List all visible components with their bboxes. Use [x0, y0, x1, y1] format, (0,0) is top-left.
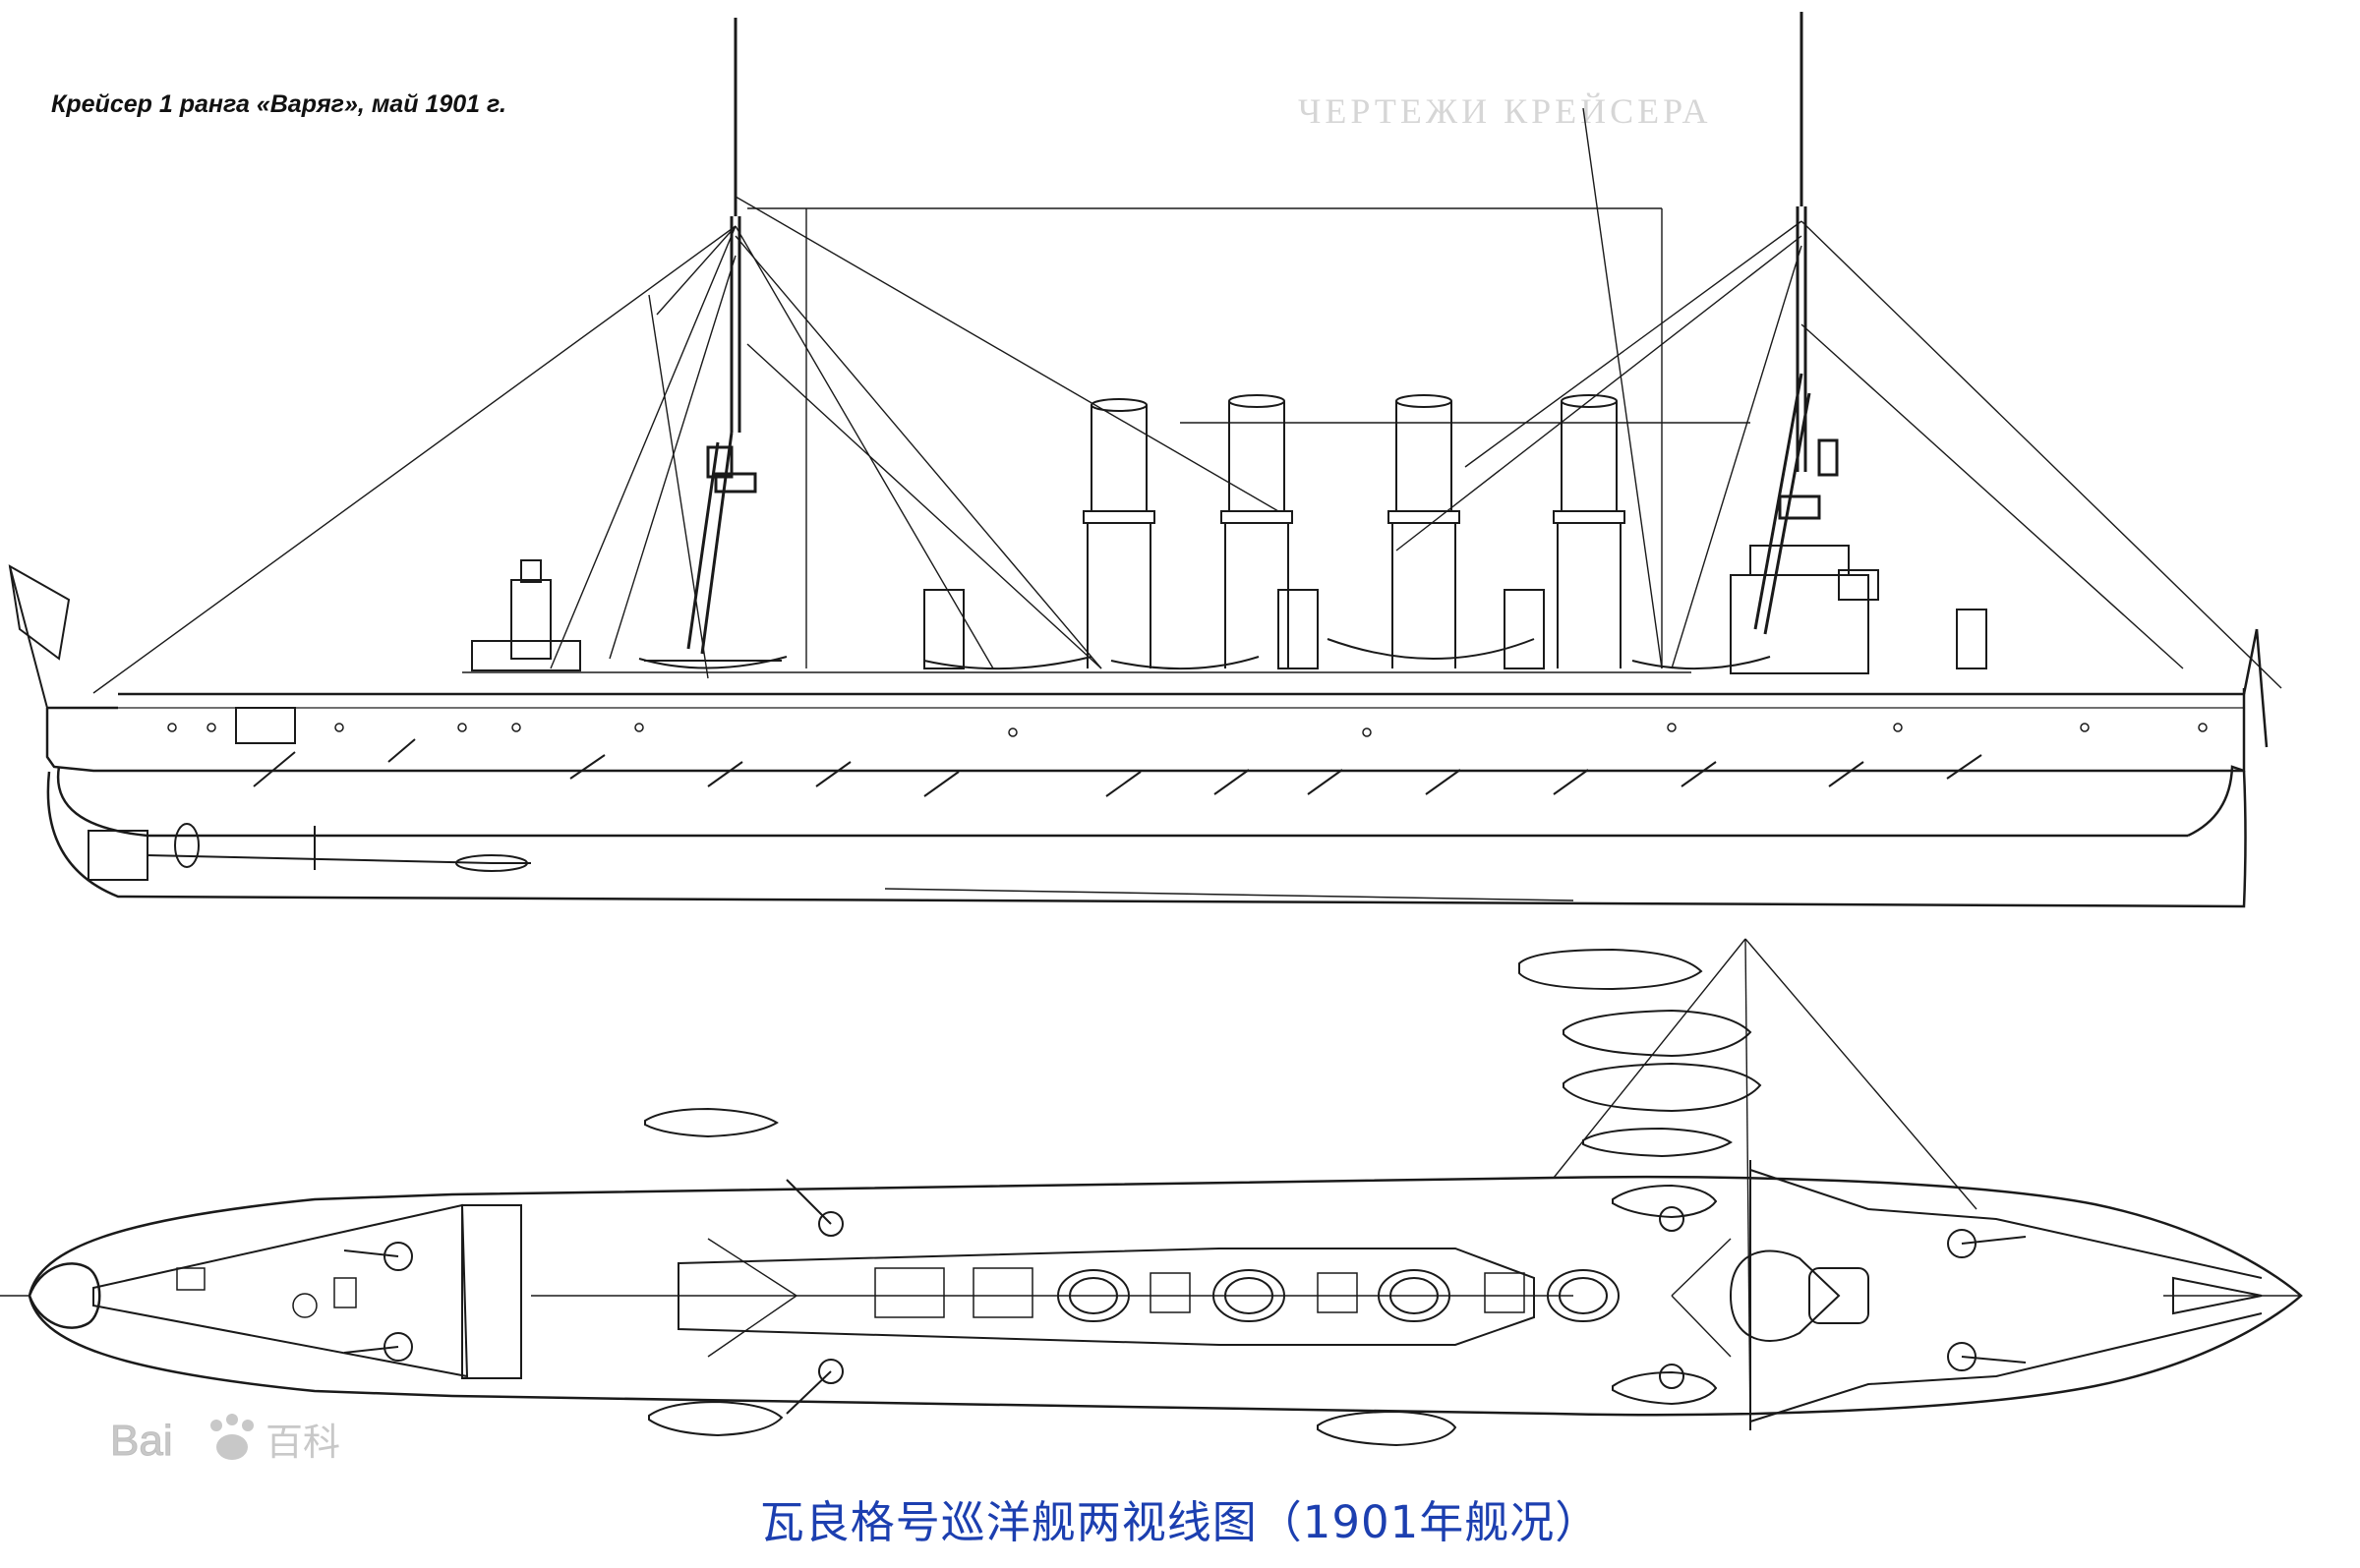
superstructure — [471, 545, 1987, 674]
side-profile-view — [8, 12, 2282, 908]
plan-rigging — [707, 938, 1977, 1431]
drawing-caption: 瓦良格号巡洋舰两视线图（1901年舰况） — [759, 1496, 1601, 1548]
funnels — [1083, 394, 1625, 668]
foremast — [686, 18, 757, 655]
paw-icon — [210, 1414, 254, 1460]
drawing-title: Крейсер 1 ранга «Варяг», май 1901 г. — [51, 90, 506, 118]
gun-ports — [253, 738, 1982, 797]
propeller-shaft — [88, 823, 531, 881]
plan-funnels — [1057, 1269, 1620, 1322]
mainmast — [1753, 12, 1839, 635]
hull — [45, 628, 2269, 908]
stern-flag — [8, 564, 71, 709]
plan-deck-details — [176, 1267, 1525, 1318]
bleed-through-header: ЧЕРТЕЖИ КРЕЙСЕРА — [1298, 91, 1712, 131]
side-boats — [638, 638, 1771, 670]
plan-guns — [343, 1179, 2027, 1415]
baike-watermark: Bai 百科 — [110, 1414, 340, 1466]
watermark-latin: Bai — [110, 1417, 173, 1465]
portholes — [167, 723, 2208, 737]
side-hatch — [235, 707, 296, 744]
plan-view — [0, 938, 2303, 1447]
watermark-cjk: 百科 — [266, 1423, 340, 1464]
plan-boats — [644, 948, 1762, 1447]
rigging — [92, 107, 2282, 694]
